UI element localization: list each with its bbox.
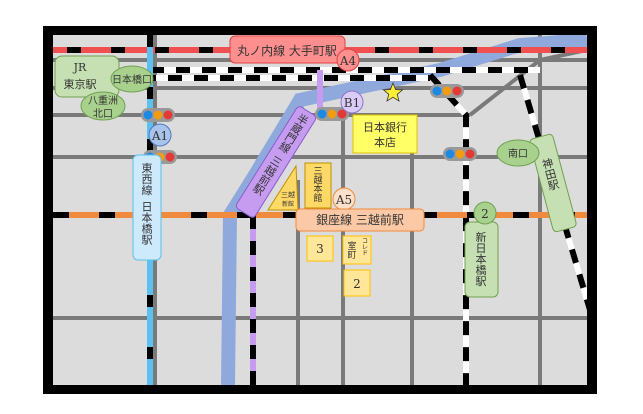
svg-text:JR: JR (73, 61, 87, 74)
svg-text:2: 2 (353, 277, 361, 291)
kanda-south-exit[interactable]: 南口 (496, 139, 540, 167)
svg-text:日本銀行: 日本銀行 (363, 120, 407, 134)
svg-text:B1: B1 (344, 96, 360, 110)
kanda-station[interactable]: 神田駅 (529, 133, 577, 233)
svg-text:北口: 北口 (93, 108, 113, 120)
svg-text:三越: 三越 (281, 190, 295, 199)
mitsukoshi-main-building[interactable]: 三越本館 (304, 162, 332, 209)
svg-text:新日本橋駅: 新日本橋駅 (476, 230, 487, 288)
exit-b1[interactable]: B1 (340, 90, 364, 114)
svg-text:南口: 南口 (508, 147, 528, 160)
svg-text:室町: 室町 (347, 240, 356, 261)
coredo-3[interactable]: 3 (306, 235, 334, 262)
nihonbashi-exit[interactable]: 日本橋口 (110, 65, 154, 93)
svg-text:八重洲: 八重洲 (88, 94, 118, 107)
star-icon (382, 81, 404, 102)
svg-text:A5: A5 (335, 193, 352, 207)
jr-tokyo-station[interactable]: JR 東京駅 (54, 55, 120, 98)
coredo-2[interactable]: 2 (343, 269, 371, 297)
svg-text:3: 3 (316, 242, 324, 256)
svg-text:丸ノ内線 大手町駅: 丸ノ内線 大手町駅 (237, 43, 337, 58)
svg-text:コレド: コレド (362, 238, 368, 257)
ginza-mitsukoshimae-station[interactable]: 銀座線 三越前駅 (295, 208, 425, 232)
exit-a4[interactable]: A4 (336, 48, 360, 72)
svg-text:2: 2 (481, 207, 489, 221)
svg-text:東西線日本橋駅: 東西線日本橋駅 (142, 162, 153, 247)
traffic-light-icon (443, 147, 477, 161)
coredo-muromachi[interactable]: 室町 コレド (342, 235, 372, 265)
traffic-light-icon (430, 84, 464, 98)
svg-text:A4: A4 (339, 54, 357, 68)
svg-text:日本橋口: 日本橋口 (112, 73, 152, 86)
svg-text:神田駅: 神田駅 (541, 155, 561, 193)
svg-text:東京駅: 東京駅 (64, 77, 97, 91)
yaesu-north-exit[interactable]: 八重洲 北口 (80, 91, 126, 121)
tozai-nihonbashi-station[interactable]: 東西線日本橋駅 (132, 154, 162, 261)
marunouchi-otemachi-station[interactable]: 丸ノ内線 大手町駅 (229, 35, 346, 64)
mitsukoshi-new-building[interactable]: 三越 新館 (267, 164, 299, 211)
svg-text:新館: 新館 (282, 200, 294, 208)
exit-a1[interactable]: A1 (148, 123, 172, 147)
svg-text:三越本館: 三越本館 (313, 167, 322, 204)
svg-text:A1: A1 (151, 129, 168, 143)
svg-text:銀座線 三越前駅: 銀座線 三越前駅 (316, 212, 404, 227)
exit-a5[interactable]: A5 (332, 187, 356, 211)
exit-2[interactable]: 2 (473, 201, 497, 225)
hanzomon-line (250, 70, 323, 385)
bank-of-japan[interactable]: 日本銀行 本店 (352, 114, 418, 154)
svg-text:本店: 本店 (374, 135, 396, 149)
hanzomon-mitsukoshimae-station[interactable]: 半蔵門線三越前駅 (235, 105, 317, 218)
traffic-light-icon (141, 108, 175, 122)
shin-nihonbashi-station[interactable]: 新日本橋駅 (464, 221, 499, 298)
